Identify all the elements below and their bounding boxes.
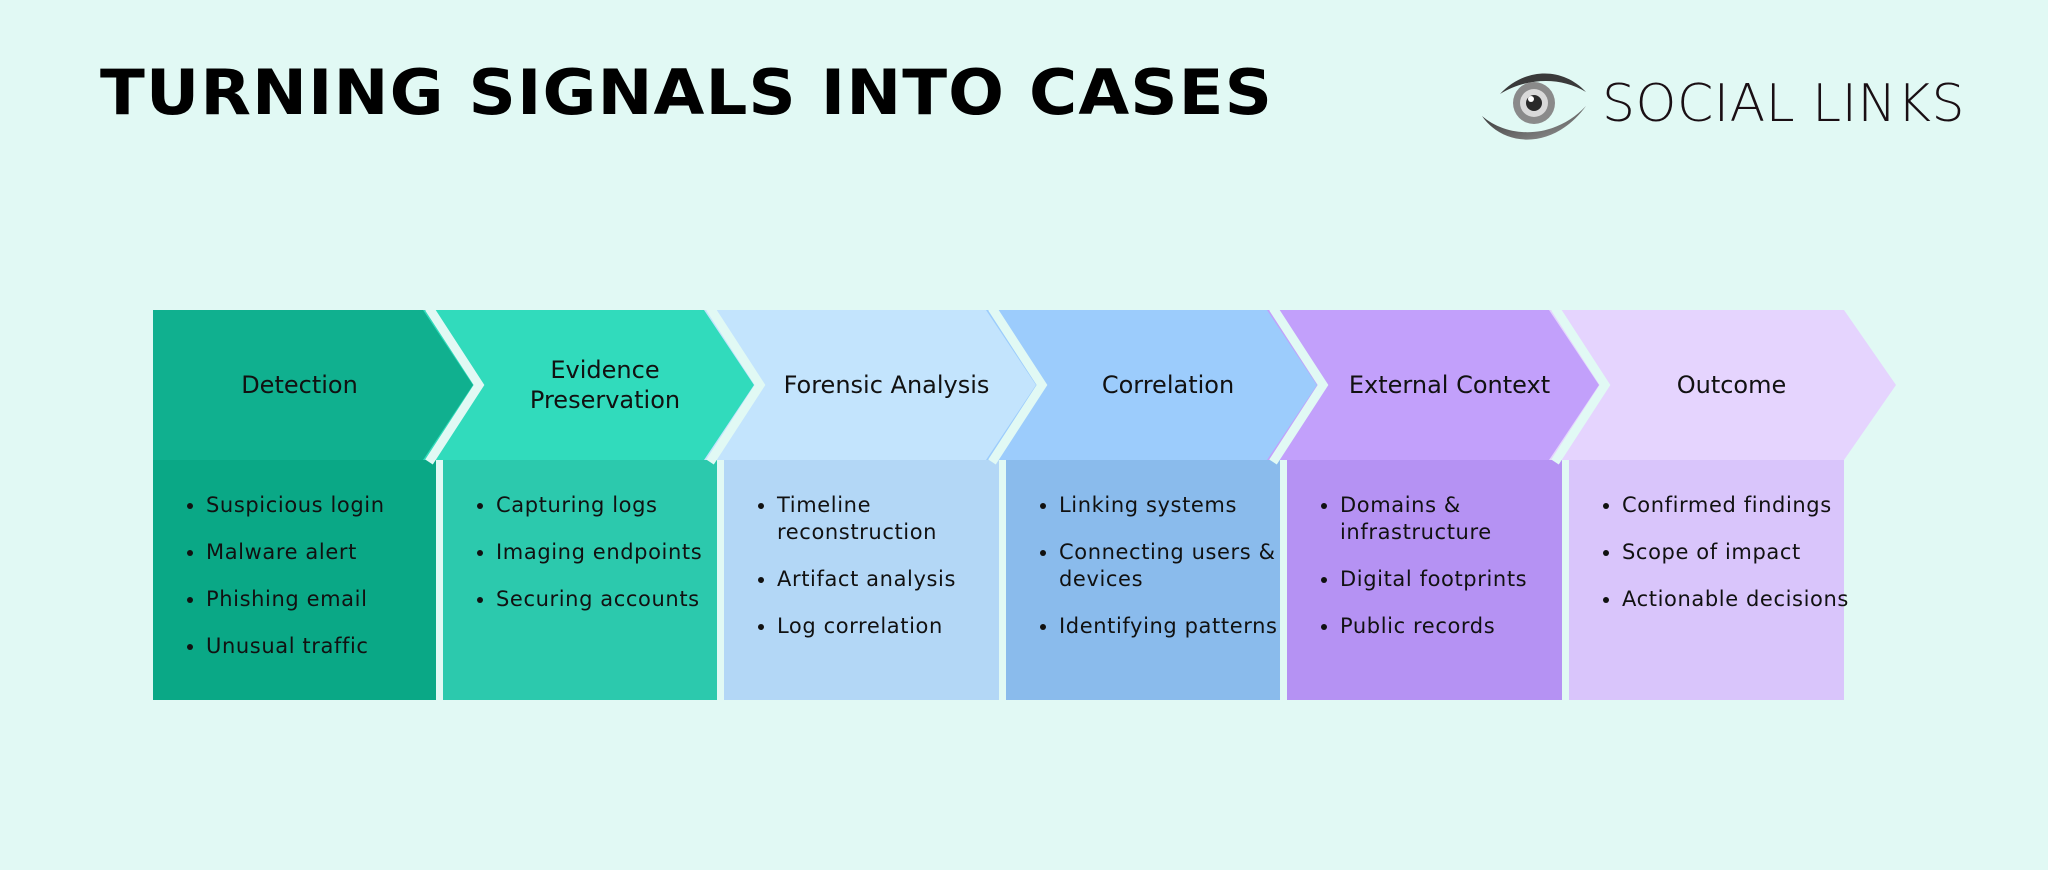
stage-header-chevron [153, 310, 488, 460]
stage-body-block [724, 460, 999, 700]
social-links-logo: SOCIAL LINKS [1476, 64, 1965, 144]
stage-title-text: Outcome [1677, 370, 1787, 400]
list-item: Public records [1321, 613, 1575, 640]
stage-title: Correlation [1046, 310, 1290, 460]
stage-separator [1551, 305, 1611, 465]
stage-separator [706, 305, 766, 465]
stage-header-chevron [1549, 310, 1896, 460]
list-item: Linking systems [1040, 492, 1293, 519]
list-item: Connecting users & devices [1040, 539, 1293, 593]
list-item: Identifying patterns [1040, 613, 1293, 640]
stage-title: Detection [153, 310, 446, 460]
list-item: Artifact analysis [758, 566, 1012, 593]
list-item: Securing accounts [477, 586, 730, 613]
stage-body-block [153, 460, 436, 700]
stage-title-text: Forensic Analysis [784, 370, 990, 400]
stage-title-line: Outcome [1676, 371, 1787, 399]
list-item: Confirmed findings [1603, 492, 1857, 519]
list-item: Suspicious login [187, 492, 449, 519]
stage-title-line: Correlation [1101, 371, 1235, 399]
stage-separator [425, 305, 485, 465]
page-title: TURNING SIGNALS INTO CASES [100, 56, 1274, 129]
stage-title-line: Preservation [529, 386, 681, 414]
stage-title-text: External Context [1349, 370, 1550, 400]
stage-body-block [1569, 460, 1844, 700]
list-item: Actionable decisions [1603, 586, 1857, 613]
list-item: Domains & infrastructure [1321, 492, 1575, 546]
list-item: Log correlation [758, 613, 1012, 640]
stage-header-chevron [1267, 310, 1614, 460]
stage-separator [988, 305, 1048, 465]
stage-title-line: Evidence [550, 356, 660, 384]
stage-title-line: External Context [1348, 371, 1551, 399]
stage-title-line: Forensic Analysis [783, 371, 990, 399]
stage-title-line: Detection [241, 371, 358, 399]
list-item: Digital footprints [1321, 566, 1575, 593]
stage-title: Outcome [1609, 310, 1854, 460]
list-item: Imaging endpoints [477, 539, 730, 566]
list-item: Scope of impact [1603, 539, 1857, 566]
stage-title-text: Correlation [1102, 370, 1234, 400]
stage-title: External Context [1327, 310, 1572, 460]
eye-logo-icon [1482, 73, 1586, 140]
stage-separator [1269, 305, 1329, 465]
list-item: Phishing email [187, 586, 449, 613]
list-item: Timeline reconstruction [758, 492, 1012, 546]
logo-text: SOCIAL LINKS [1602, 74, 1965, 134]
stage-header-chevron [986, 310, 1332, 460]
list-item: Unusual traffic [187, 633, 449, 660]
list-item: Capturing logs [477, 492, 730, 519]
list-item: Malware alert [187, 539, 449, 566]
stage-title-text: Detection [241, 370, 358, 400]
stage-body-block [1006, 460, 1280, 700]
stage-header-chevron [423, 310, 769, 460]
stage-body-block [443, 460, 717, 700]
stage-body-block [1287, 460, 1562, 700]
stage-header-chevron [704, 310, 1051, 460]
stage-title: Forensic Analysis [764, 310, 1009, 460]
